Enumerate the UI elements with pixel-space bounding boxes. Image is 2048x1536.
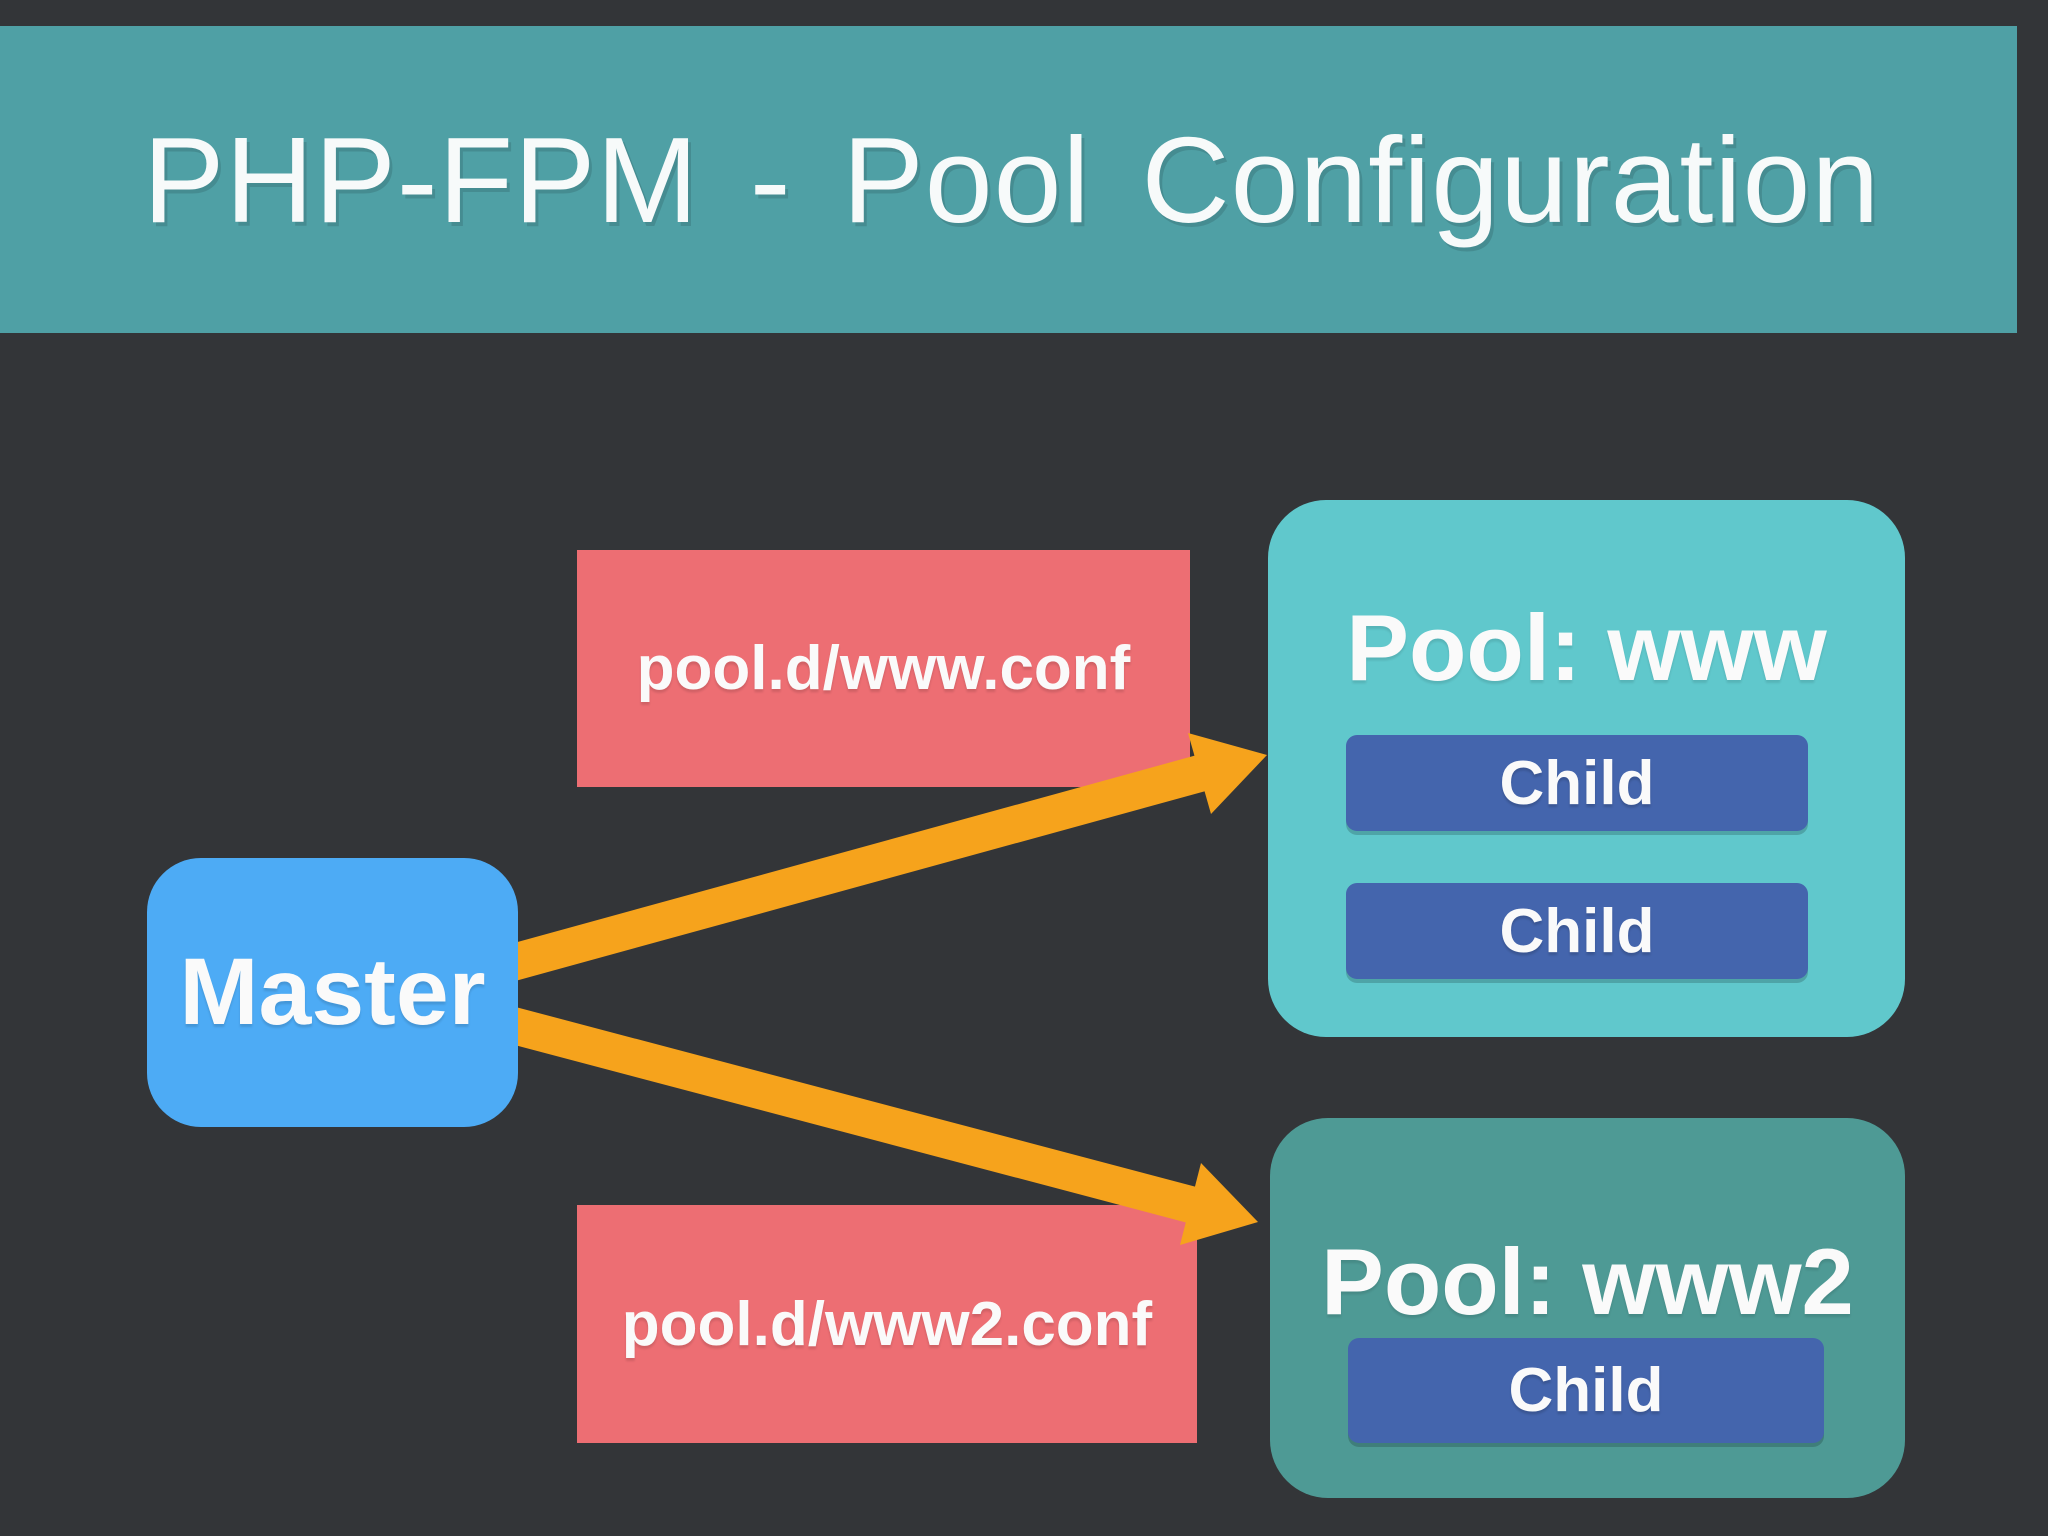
config-file-www-label: pool.d/www.conf <box>636 634 1131 703</box>
pool-www2-title: Pool: www2 <box>1321 1229 1854 1334</box>
arrowhead-www <box>1188 733 1267 814</box>
pool-www-child-1: Child <box>1346 735 1808 831</box>
page-title: PHP-FPM - Pool Configuration <box>143 111 1881 248</box>
title-banner: PHP-FPM - Pool Configuration <box>0 26 2017 333</box>
pool-www-title: Pool: www <box>1346 595 1827 700</box>
pool-www2-child-1: Child <box>1348 1338 1824 1443</box>
arrow-shaft-www <box>495 754 1210 984</box>
config-file-www-box: pool.d/www.conf <box>577 550 1190 787</box>
pool-www-child-2: Child <box>1346 883 1808 979</box>
config-file-www2-label: pool.d/www2.conf <box>621 1289 1153 1359</box>
pool-www-node: Pool: www Child Child <box>1268 500 1905 1037</box>
config-file-www2-box: pool.d/www2.conf <box>577 1205 1197 1443</box>
arrow-shaft-www2 <box>495 1004 1201 1224</box>
master-process-node: Master <box>147 858 518 1127</box>
pool-www2-node: Pool: www2 Child <box>1270 1118 1905 1498</box>
master-label: Master <box>179 939 486 1045</box>
